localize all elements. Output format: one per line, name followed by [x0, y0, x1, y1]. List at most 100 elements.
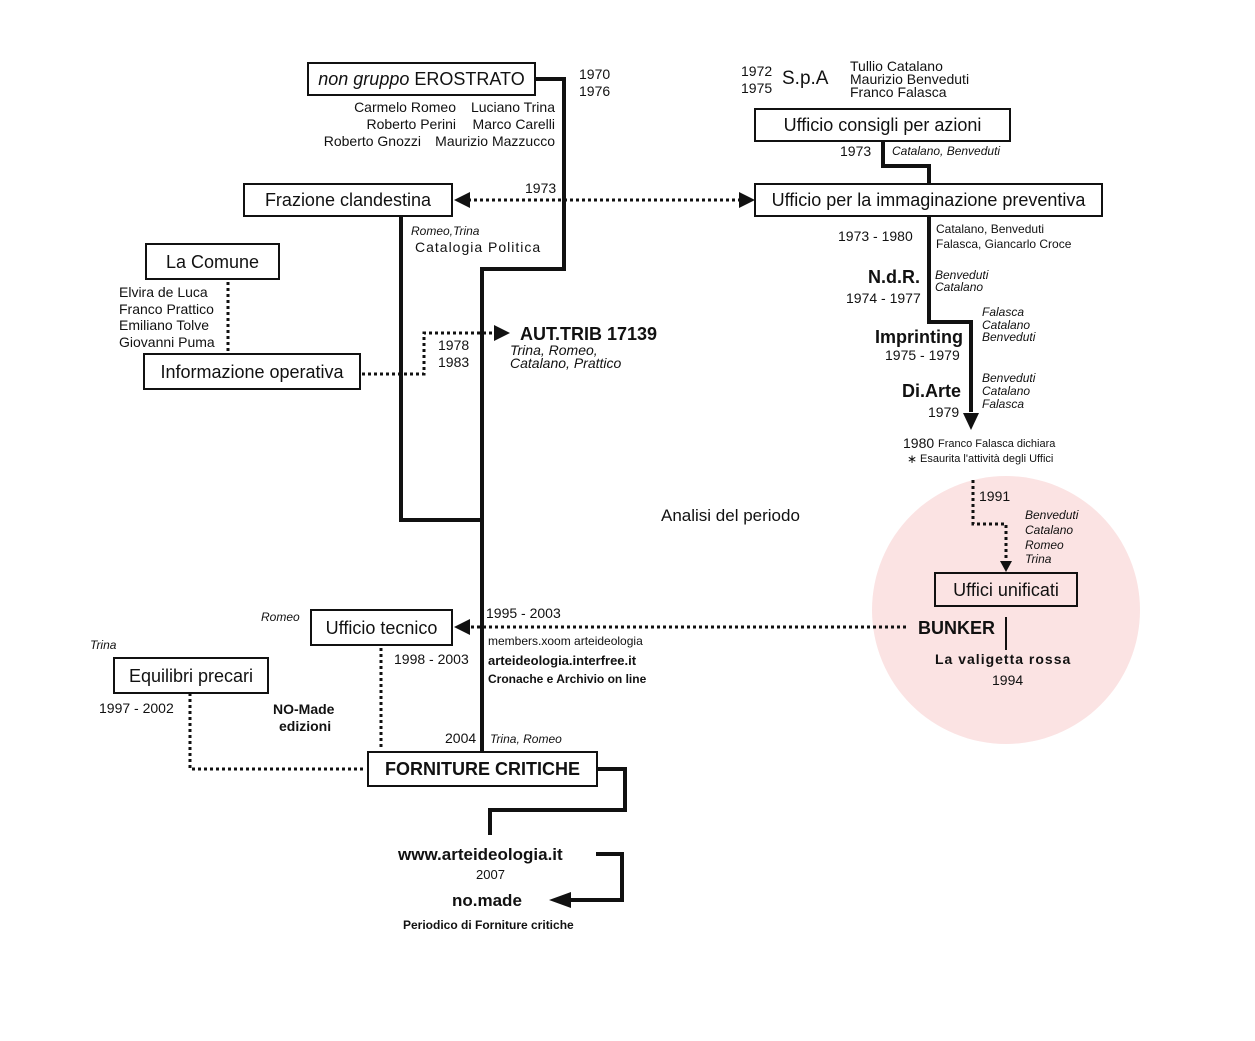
- ufficio-tecnico-member: Romeo: [261, 610, 300, 624]
- bunker-label: BUNKER: [918, 618, 996, 638]
- erostrato-line: [480, 77, 566, 752]
- frazione-arrowhead: [454, 192, 470, 208]
- ndr-member: Catalano: [935, 280, 984, 294]
- aut-trib-label: AUT.TRIB 17139: [520, 324, 658, 344]
- bunker-year: 1994: [992, 672, 1024, 688]
- ufficio-tecnico-site: Cronache e Archivio on line: [488, 672, 647, 686]
- diarte-year: 1979: [928, 404, 960, 420]
- diarte-member: Benveduti: [982, 371, 1036, 385]
- spa-member: Franco Falasca: [850, 84, 947, 100]
- diarte-member: Falasca: [982, 397, 1025, 411]
- imprinting-member: Catalano: [982, 318, 1031, 332]
- ufficio-consigli-year: 1973: [840, 143, 872, 159]
- ufficio-tecnico-site: arteideologia.interfree.it: [488, 653, 637, 668]
- falasca-note-line2: Esaurita l'attività degli Uffici: [920, 453, 1054, 465]
- immaginazione-line: [927, 216, 973, 412]
- informazione-box: Informazione operativa: [143, 353, 361, 390]
- erostrato-member: Roberto Gnozzi: [323, 133, 421, 149]
- nomade-edizioni-line: NO-Made: [273, 701, 335, 717]
- forniture-members: Trina, Romeo: [490, 732, 562, 746]
- bunker-sub: La valigetta rossa: [935, 651, 1072, 667]
- uffici-arrowhead: [1000, 561, 1012, 572]
- falasca-note-year: 1980: [903, 435, 935, 451]
- ufficio-immaginazione-member: Falasca, Giancarlo Croce: [936, 237, 1072, 251]
- uffici-unificati-member: Romeo: [1025, 538, 1064, 552]
- diarte-label: Di.Arte: [902, 381, 962, 401]
- website-bracket: [570, 852, 624, 902]
- spa-member: Tullio Catalano: [850, 58, 943, 74]
- bunker-circle: [872, 476, 1140, 744]
- equilibri-forniture-link: [188, 693, 366, 771]
- ufficio-tecnico-box: Ufficio tecnico: [310, 609, 453, 646]
- uffici-unificati-member: Trina: [1025, 552, 1052, 566]
- erostrato-year-start: 1970: [579, 66, 611, 82]
- forniture-year: 2004: [445, 730, 477, 746]
- imprinting-member: Benveduti: [982, 330, 1036, 344]
- equilibri-box: Equilibri precari: [113, 657, 269, 694]
- website-year: 2007: [476, 867, 505, 882]
- forniture-bracket: [488, 767, 627, 835]
- ufficio-tecnico-site: members.xoom arteideologia: [488, 634, 643, 648]
- tecnico-arrowhead: [454, 619, 470, 635]
- ufficio-consigli-members: Catalano, Benveduti: [892, 144, 1001, 158]
- aut-trib-member: Trina, Romeo,: [510, 342, 598, 358]
- uffici-unificati-box: Uffici unificati: [934, 572, 1078, 607]
- erostrato-prefix: non gruppo: [318, 69, 410, 89]
- frazione-line: [399, 216, 482, 522]
- ufficio-immaginazione-years: 1973 - 1980: [838, 228, 913, 244]
- ndr-member: Benveduti: [935, 268, 989, 282]
- spa-name: S.p.A: [782, 68, 829, 89]
- la-comune-member: Giovanni Puma: [119, 334, 215, 350]
- erostrato-member: Marco Carelli: [472, 116, 555, 132]
- imprinting-label: Imprinting: [875, 327, 963, 347]
- ufficio-consigli-box: Ufficio consigli per azioni: [754, 108, 1011, 142]
- star-icon: ∗: [907, 452, 918, 466]
- spa-year-start: 1972: [741, 63, 773, 79]
- informazione-aut-link: [362, 331, 494, 376]
- imprinting-member: Falasca: [982, 305, 1025, 319]
- diarte-arrow: [963, 413, 979, 430]
- la-comune-member: Franco Prattico: [119, 301, 214, 317]
- analisi-label: Analisi del periodo: [661, 506, 800, 525]
- nomade-arrow: [549, 892, 571, 908]
- consigli-line: [881, 141, 931, 183]
- informazione-year-start: 1978: [438, 337, 470, 353]
- uffici-unificati-member: Catalano: [1025, 523, 1074, 537]
- erostrato-member: Luciano Trina: [470, 99, 555, 115]
- immaginazione-arrowhead: [739, 192, 755, 208]
- spa-year-end: 1975: [741, 80, 773, 96]
- ufficio-tecnico-years2: 1998 - 2003: [394, 651, 469, 667]
- uffici-unificati-member: Benveduti: [1025, 508, 1079, 522]
- imprinting-years: 1975 - 1979: [885, 347, 960, 363]
- website-label: www.arteideologia.it: [398, 845, 563, 864]
- nomade-label: no.made: [452, 891, 522, 910]
- frazione-box: Frazione clandestina: [243, 183, 453, 217]
- informazione-year-end: 1983: [438, 354, 470, 370]
- erostrato-member: Carmelo Romeo: [354, 99, 456, 115]
- aut-arrowhead: [494, 325, 510, 341]
- ndr-years: 1974 - 1977: [846, 290, 921, 306]
- uffici-1991-link: [971, 480, 1008, 561]
- nomade-sub: Periodico di Forniture critiche: [403, 918, 574, 932]
- forniture-box: FORNITURE CRITICHE: [367, 751, 598, 787]
- ndr-label: N.d.R.: [868, 267, 920, 287]
- la-comune-box: La Comune: [145, 243, 280, 280]
- erostrato-member: Maurizio Mazzucco: [435, 133, 555, 149]
- la-comune-member: Elvira de Luca: [119, 284, 208, 300]
- diarte-member: Catalano: [982, 384, 1031, 398]
- frazione-sub: Catalogia Politica: [415, 239, 542, 255]
- erostrato-member: Roberto Perini: [366, 116, 457, 132]
- uffici-unificati-year: 1991: [979, 488, 1011, 504]
- ufficio-immaginazione-member: Catalano, Benveduti: [936, 222, 1045, 236]
- ufficio-tecnico-years: 1995 - 2003: [486, 605, 561, 621]
- aut-trib-member: Catalano, Prattico: [510, 355, 622, 371]
- equilibri-member: Trina: [90, 638, 117, 652]
- frazione-year: 1973: [525, 180, 557, 196]
- nomade-edizioni-line: edizioni: [279, 718, 332, 734]
- spa-member: Maurizio Benveduti: [850, 71, 970, 87]
- erostrato-year-end: 1976: [579, 83, 611, 99]
- erostrato-name: EROSTRATO: [414, 69, 525, 89]
- falasca-note-line1: Franco Falasca dichiara: [938, 438, 1056, 450]
- erostrato-box: non gruppo EROSTRATO: [307, 62, 536, 96]
